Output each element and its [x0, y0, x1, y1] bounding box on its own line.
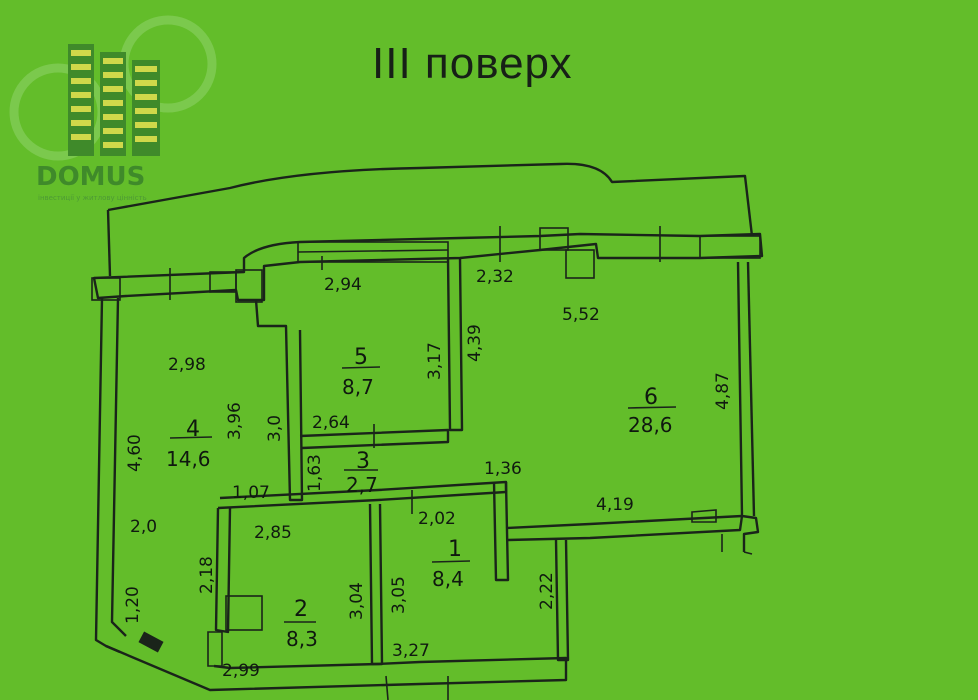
- right-wall-inner: [746, 261, 756, 517]
- right-wall: [736, 261, 760, 552]
- room-fraction-bars: [169, 366, 677, 623]
- column-room6-b: [565, 249, 595, 279]
- dim-label: 1,07: [232, 483, 270, 503]
- dim-label: 4,87: [713, 372, 733, 410]
- room-area: 8,7: [342, 375, 374, 399]
- room-area: 8,3: [286, 627, 318, 651]
- shaft-room2: [225, 595, 263, 631]
- room-area: 28,6: [628, 413, 673, 437]
- tick-marks: [169, 226, 753, 700]
- dim-label: 4,19: [596, 495, 634, 515]
- room-area: 14,6: [166, 447, 211, 471]
- room-6-label: 6 28,6: [628, 385, 673, 437]
- room-number: 4: [186, 417, 200, 442]
- balcony-left-edge: [106, 209, 112, 277]
- dim-label: 2,98: [168, 355, 206, 375]
- dim-label: 3,0: [265, 415, 285, 442]
- dim-label: 1,36: [484, 459, 522, 479]
- room-area: 8,4: [432, 567, 464, 591]
- top-wall: [92, 232, 764, 302]
- room-3-label: 3 2,7: [346, 449, 378, 497]
- dim-label: 3,05: [389, 576, 409, 614]
- dim-label: 3,17: [425, 342, 445, 380]
- bottom-wall: [105, 644, 568, 692]
- walls: [91, 162, 764, 700]
- room-5-label: 5 8,7: [342, 345, 374, 399]
- vent-shaft: [235, 269, 263, 303]
- dim-label: 2,64: [312, 413, 350, 433]
- room2-left-wall: [214, 507, 232, 634]
- dim-label: 5,52: [562, 305, 600, 325]
- room-number: 5: [354, 345, 368, 370]
- vent-top-left: [91, 277, 121, 301]
- room-4-label: 4 14,6: [166, 417, 211, 471]
- dim-label: 3,04: [347, 582, 367, 620]
- logo-name: DOMUS: [36, 162, 145, 192]
- room2-corner: [207, 631, 223, 667]
- room1-right-wall: [492, 481, 510, 582]
- wall-5-6: [446, 257, 464, 432]
- dimension-labels: 2,94 2,32 5,52 3,17 4,39 2,98 3,96 3,0 4…: [123, 267, 733, 681]
- left-wall-inner: [110, 297, 127, 637]
- room-2-label: 2 8,3: [286, 597, 318, 651]
- room-area: 2,7: [346, 473, 378, 497]
- room-number: 3: [356, 449, 370, 474]
- dim-label: 2,18: [197, 556, 217, 594]
- window-room5-line: [297, 249, 449, 253]
- column-right: [699, 235, 761, 259]
- domus-logo: DOMUS інвестиції у житлову цінність: [9, 15, 217, 202]
- balcony-outline: [107, 162, 754, 237]
- wall-1-right-lower: [554, 539, 570, 662]
- room-number: 1: [448, 537, 462, 562]
- room-labels: 1 8,4 2 8,3 3 2,7 4 14,6 5 8,7 6 28,6: [166, 345, 673, 651]
- dim-label: 2,99: [222, 661, 260, 681]
- dim-label: 4,60: [125, 434, 145, 472]
- dim-label: 2,02: [418, 509, 456, 529]
- dim-label: 1,63: [305, 454, 325, 492]
- dim-label: 4,39: [465, 324, 485, 362]
- room6-corner: [691, 509, 717, 523]
- logo-tagline: інвестиції у житлову цінність: [38, 194, 147, 202]
- dim-label: 2,32: [476, 267, 514, 287]
- dim-label: 2,94: [324, 275, 362, 295]
- radiator-room4: [138, 631, 164, 653]
- wall-2-1: [368, 503, 384, 666]
- wall-4-5: [254, 299, 304, 502]
- dim-label: 2,22: [537, 572, 557, 610]
- room6-bottom-wall: [505, 514, 744, 542]
- room-1-label: 1 8,4: [432, 537, 464, 591]
- dim-label: 3,27: [392, 641, 430, 661]
- dim-label: 2,85: [254, 523, 292, 543]
- room-number: 6: [644, 385, 658, 410]
- floor-title: III поверх: [372, 39, 573, 88]
- building-icon: [68, 44, 160, 156]
- dim-label: 1,20: [123, 586, 143, 624]
- column-room6-a: [539, 227, 569, 251]
- dim-label: 2,0: [130, 517, 157, 537]
- room-number: 2: [294, 597, 308, 622]
- dim-label: 3,96: [225, 402, 245, 440]
- vent-top-mid: [209, 271, 237, 293]
